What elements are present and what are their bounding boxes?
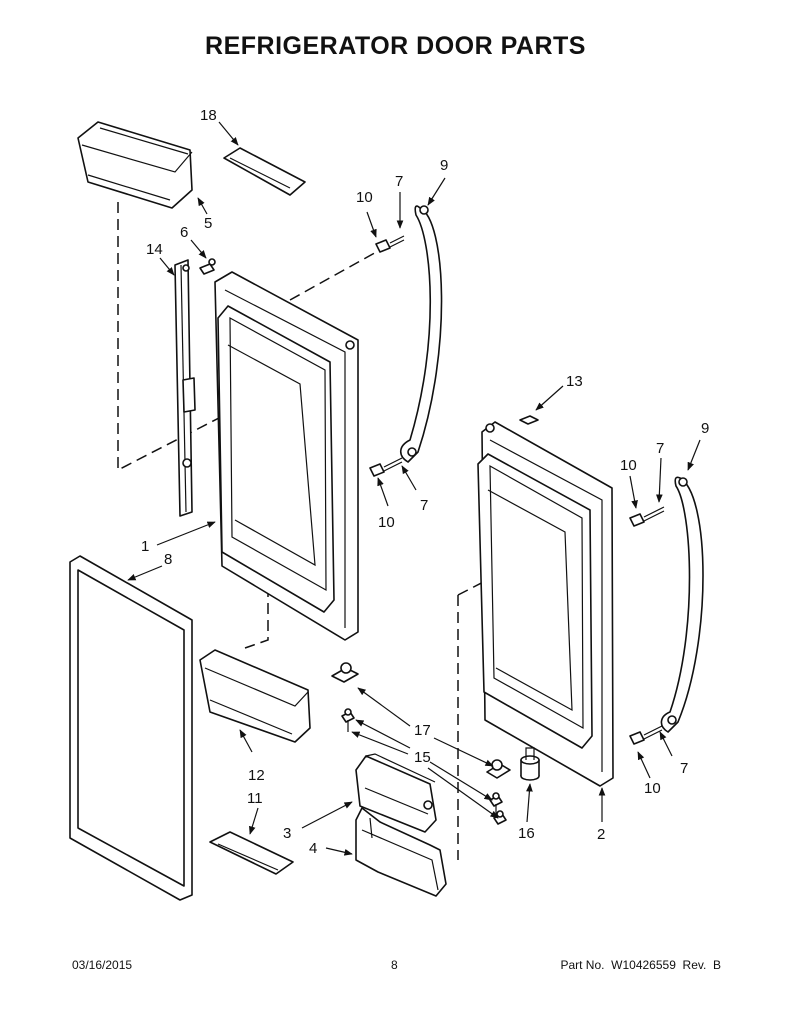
screw-6	[199, 258, 216, 275]
callout-4: 4	[309, 840, 317, 857]
door-bin-upper	[77, 121, 193, 209]
footer-date: 03/16/2015	[72, 958, 133, 972]
callout-7-b: 7	[420, 497, 428, 514]
hinge-brackets	[331, 662, 511, 779]
callout-9-b: 9	[701, 420, 709, 437]
handle-fasteners-left	[369, 235, 405, 477]
footer-part-number: Part No. W10426559 Rev. B	[560, 958, 721, 972]
bin-cap-upper	[223, 147, 306, 196]
door-handle-left	[399, 205, 443, 463]
dispenser-bin	[355, 807, 447, 897]
callout-12: 12	[248, 767, 265, 784]
right-door	[477, 421, 614, 787]
callout-8: 8	[164, 551, 172, 568]
callout-7-a: 7	[395, 173, 403, 190]
callout-7-c: 7	[656, 440, 664, 457]
callout-18: 18	[200, 107, 217, 124]
page-title: REFRIGERATOR DOOR PARTS	[205, 32, 586, 60]
callout-16: 16	[518, 825, 535, 842]
right-door-cap	[519, 415, 539, 425]
door-bin-lower	[199, 649, 311, 743]
door-handle-right	[660, 476, 704, 733]
bin-cap-lower	[209, 831, 294, 875]
callout-labels: 18 5 6 14 10 7 9 10 7 1 8 13 9 7 10 7 10…	[141, 107, 709, 857]
callout-14: 14	[146, 241, 163, 258]
callout-3: 3	[283, 825, 291, 842]
callout-7-d: 7	[680, 760, 688, 777]
leader-lines	[127, 121, 701, 856]
hinge-bushing	[520, 747, 540, 781]
callout-10-c: 10	[620, 457, 637, 474]
left-door	[214, 271, 359, 641]
callout-15: 15	[414, 749, 431, 766]
callout-17: 17	[414, 722, 431, 739]
dispenser-cover	[355, 753, 437, 833]
door-gasket	[69, 555, 193, 901]
callout-13: 13	[566, 373, 583, 390]
mullion-rail	[174, 259, 196, 517]
callout-1: 1	[141, 538, 149, 555]
callout-9-a: 9	[440, 157, 448, 174]
handle-fasteners-right	[629, 506, 665, 745]
callout-10-a: 10	[356, 189, 373, 206]
callout-2: 2	[597, 826, 605, 843]
callout-10-b: 10	[378, 514, 395, 531]
callout-6: 6	[180, 224, 188, 241]
callout-11: 11	[247, 790, 263, 807]
callout-5: 5	[204, 215, 212, 232]
footer-page-number: 8	[391, 958, 398, 972]
callout-10-d: 10	[644, 780, 661, 797]
